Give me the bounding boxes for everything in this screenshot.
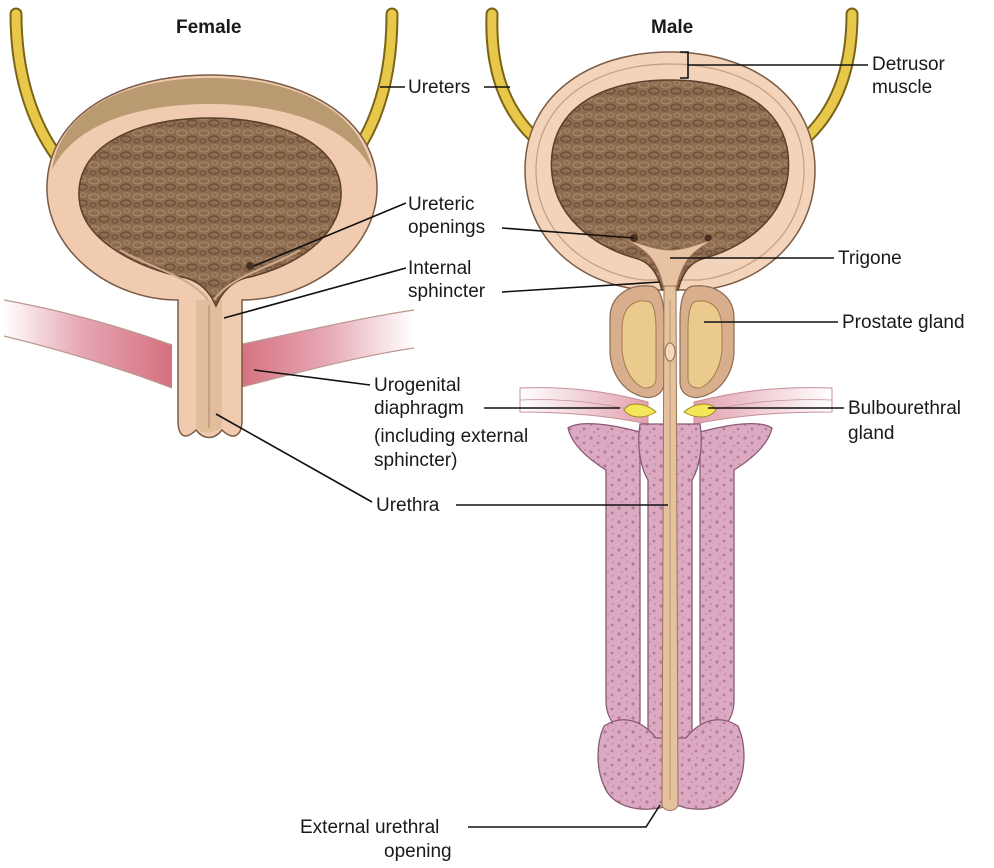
label-urogenital-line1: Urogenital xyxy=(374,375,461,396)
leader-internal-male xyxy=(501,281,661,293)
label-urogenital-line3: (including external xyxy=(374,426,529,447)
male-bulbourethral-left xyxy=(623,403,657,418)
label-urogenital-line4: sphincter) xyxy=(374,450,458,471)
label-internal-line2: sphincter xyxy=(408,281,486,302)
female-ureteric-opening xyxy=(246,262,254,270)
label-prostate: Prostate gland xyxy=(842,312,965,333)
label-bulbourethral-line1: Bulbourethral xyxy=(848,398,962,419)
title-male: Male xyxy=(651,17,694,38)
leader-urethra-female xyxy=(215,413,373,503)
male-trigone xyxy=(617,235,723,291)
label-detrusor-line2: muscle xyxy=(872,77,933,98)
label-urethra: Urethra xyxy=(376,495,440,516)
male-corpus-right xyxy=(699,423,773,733)
male-verumontanum xyxy=(664,342,676,362)
leader-lines xyxy=(215,51,868,828)
leader-ureteric-female xyxy=(253,202,407,267)
title-female: Female xyxy=(176,17,242,38)
female-diaphragm-right xyxy=(238,310,414,388)
male-corpus-left xyxy=(567,423,641,733)
leader-internal-female xyxy=(223,267,407,319)
label-detrusor-line1: Detrusor xyxy=(872,54,945,75)
label-ureteric-line2: openings xyxy=(408,217,486,238)
leader-urogenital-female xyxy=(253,369,371,386)
label-external-line2: opening xyxy=(384,841,452,862)
leader-ureteric-male xyxy=(501,227,635,239)
label-external-line1: External urethral xyxy=(300,817,440,838)
female-bladder-lumen xyxy=(78,117,342,308)
male-figure xyxy=(485,7,859,811)
label-urogenital-line2: diaphragm xyxy=(374,398,464,419)
label-ureteric-line1: Ureteric xyxy=(408,194,475,215)
male-diaphragm-right xyxy=(693,387,833,425)
female-figure xyxy=(3,7,415,439)
label-ureters: Ureters xyxy=(408,77,471,98)
label-internal-line1: Internal xyxy=(408,258,472,279)
leader-external-opening xyxy=(468,804,661,828)
male-bladder-lumen xyxy=(550,79,790,291)
label-bulbourethral-line2: gland xyxy=(848,423,895,444)
female-diaphragm-left xyxy=(4,300,172,388)
label-trigone: Trigone xyxy=(838,248,902,269)
